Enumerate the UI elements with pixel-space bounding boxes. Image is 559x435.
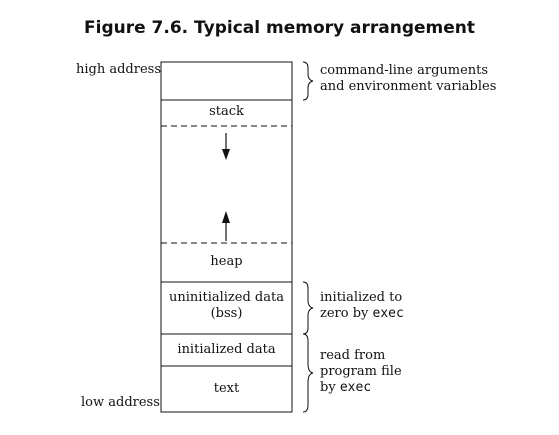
- stack-growth-arrow-head: [222, 149, 230, 160]
- heap-segment-label: heap: [210, 254, 243, 269]
- bss-annotation-line1: initialized to: [320, 290, 403, 305]
- bss-segment-label: uninitialized data (bss): [161, 290, 292, 322]
- stack-segment-label: stack: [209, 104, 244, 119]
- program-annotation-text: by: [320, 380, 340, 395]
- program-annotation-line1: read from: [320, 348, 386, 363]
- high-address-label: high address: [76, 62, 162, 77]
- low-address-label: low address: [81, 395, 160, 410]
- heap-growth-arrow-head: [222, 211, 230, 223]
- args-annotation-line2: and environment variables: [320, 79, 497, 94]
- program-brace: [302, 333, 314, 413]
- bss-annotation: initialized to zero by exec: [320, 290, 404, 322]
- figure-title: Figure 7.6. Typical memory arrangement: [84, 18, 475, 38]
- args-brace: [302, 61, 314, 101]
- args-annotation-line1: command-line arguments: [320, 63, 489, 78]
- bss-segment-label-line1: uninitialized data: [169, 290, 284, 305]
- data-segment-label: initialized data: [177, 342, 276, 357]
- program-annotation: read from program file by exec: [320, 348, 402, 396]
- bss-annotation-text: zero by: [320, 306, 373, 321]
- program-annotation-exec-code: exec: [339, 380, 372, 395]
- memory-outer-box: [160, 61, 293, 413]
- bss-annotation-line2: zero by exec: [320, 306, 404, 322]
- bss-brace: [302, 281, 314, 335]
- program-annotation-line3: by exec: [320, 380, 402, 396]
- args-annotation: command-line arguments and environment v…: [320, 63, 496, 95]
- program-annotation-line2: program file: [320, 364, 402, 379]
- text-segment-label: text: [213, 381, 240, 396]
- bss-segment-label-line2: (bss): [210, 306, 243, 321]
- bss-annotation-exec-code: exec: [372, 306, 404, 321]
